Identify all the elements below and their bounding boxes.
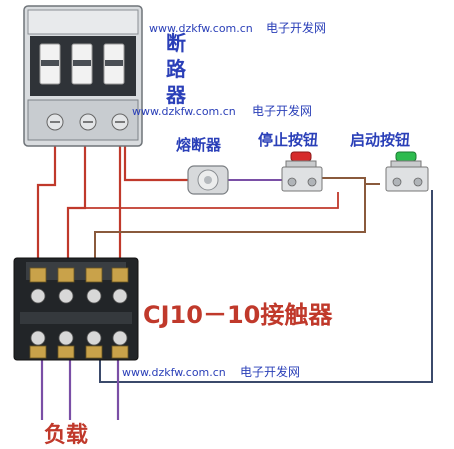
wires xyxy=(36,142,433,420)
watermark-cn-1: 电子开发网 xyxy=(266,20,326,35)
watermark-cn-3: 电子开发网 xyxy=(240,364,300,379)
stop-button-label: 停止按钮 xyxy=(258,131,318,149)
start-button-label: 启动按钮 xyxy=(350,131,410,149)
stop-pushbutton-icon xyxy=(281,151,323,192)
fuse-icon xyxy=(187,165,229,195)
fuse-label: 熔断器 xyxy=(176,136,222,154)
start-pushbutton-icon xyxy=(385,151,429,192)
wire-brown-aux-hold xyxy=(94,184,366,268)
watermark-url-3: www.dzkfw.com.cn xyxy=(122,366,226,379)
wire-dark-coil xyxy=(99,190,433,383)
circuit-breaker-icon xyxy=(23,5,143,147)
contactor-icon xyxy=(13,257,139,361)
wire-red-L1 xyxy=(36,142,57,268)
watermark-url-1: www.dzkfw.com.cn xyxy=(149,22,253,35)
wire-red-to-fuse xyxy=(123,142,190,182)
watermark-url-2: www.dzkfw.com.cn xyxy=(132,105,236,118)
wire-brown-stop-start xyxy=(322,177,380,185)
watermark-cn-2: 电子开发网 xyxy=(252,103,312,118)
wire-red-start-return xyxy=(85,192,339,209)
contactor-label: CJ10－10接触器 xyxy=(143,301,333,329)
load-label: 负载 xyxy=(44,422,88,448)
breaker-label-1: 断 xyxy=(166,31,186,55)
wire-red-L2 xyxy=(66,142,87,268)
breaker-label-3: 器 xyxy=(165,83,187,107)
breaker-label-2: 路 xyxy=(166,57,187,81)
